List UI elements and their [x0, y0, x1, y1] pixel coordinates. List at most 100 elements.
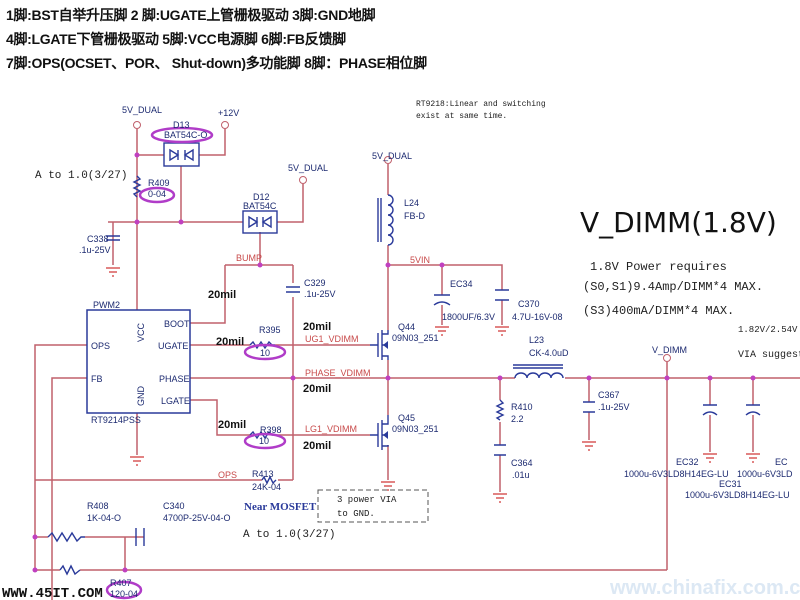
resistor-r413: [261, 475, 277, 485]
voltage-note: 1.82V/2.54V: [738, 325, 798, 335]
capacitor-ec34: [433, 294, 451, 306]
l24-value: FB-D: [404, 211, 425, 221]
r398-ref: R398: [260, 425, 282, 435]
net-vdimm-label: V_DIMM: [652, 345, 687, 355]
c338-ref: C338: [87, 234, 109, 244]
c370-value: 4.7U-16V-08: [512, 312, 563, 322]
requirement-line-3: (S3)400mA/DIMM*4 MAX.: [583, 304, 734, 318]
r409-ref: R409: [148, 178, 170, 188]
r407-value: 120-04: [110, 589, 138, 599]
capacitor-c338: [106, 235, 120, 241]
net-5v-dual-label: 5V_DUAL: [122, 105, 162, 115]
capacitor-ec32: [702, 404, 718, 416]
resistor-r407: [59, 564, 81, 576]
via-note-line-1: 3 power VIA: [337, 495, 397, 505]
pin-lgate: LGATE: [161, 396, 190, 406]
ec32-ref: EC32: [676, 457, 699, 467]
pwm-part: RT9214PSS: [91, 415, 141, 425]
r395-value: 10: [260, 348, 270, 358]
trace-width-label: 20mil: [303, 321, 331, 333]
capacitor-c364: [494, 444, 506, 456]
c364-value: .01u: [512, 470, 530, 480]
revision-note: A to 1.0(3/27): [243, 529, 335, 541]
diode-d13: [163, 142, 200, 167]
junction-nodes: [32, 152, 756, 573]
ec32-value: 1000u-6V3LD8H14EG-LU: [624, 469, 729, 479]
rail-title: V_DIMM(1.8V): [580, 206, 777, 239]
l24-ref: L24: [404, 198, 419, 208]
pin-description-line-2: 4脚:LGATE下管栅极驱动 5脚:VCC电源脚 6脚:FB反馈脚: [6, 31, 346, 47]
trace-width-label: 20mil: [218, 419, 246, 431]
diode-d12: [242, 210, 278, 234]
r413-value: 24K-04: [252, 482, 281, 492]
c370-ref: C370: [518, 299, 540, 309]
capacitor-ec33: [745, 404, 761, 416]
net-5vin-label: 5VIN: [410, 255, 430, 265]
pin-ops: OPS: [91, 341, 110, 351]
pin-description-line-3: 7脚:OPS(OCSET、POR、 Shut-down)多功能脚 8脚：PHAS…: [6, 55, 427, 71]
via-note-box: [317, 489, 429, 523]
pin-gnd: GND: [136, 386, 146, 407]
net-ops-label: OPS: [218, 470, 237, 480]
pin-description-line-1: 1脚:BST自举升压脚 2 脚:UGATE上管栅极驱动 3脚:GND地脚: [6, 7, 376, 23]
rt9218-note-line-2: exist at same time.: [416, 112, 507, 121]
net-5v-dual-label: 5V_DUAL: [372, 151, 412, 161]
mosfet-q45: [370, 415, 389, 450]
c329-ref: C329: [304, 278, 326, 288]
c367-ref: C367: [598, 390, 620, 400]
pin-phase: PHASE: [159, 374, 190, 384]
pin-fb: FB: [91, 374, 103, 384]
r398-value: 10: [259, 436, 269, 446]
pwm-ref: PWM2: [93, 300, 120, 310]
r410-ref: R410: [511, 402, 533, 412]
requirement-line-2: (S0,S1)9.4Amp/DIMM*4 MAX.: [583, 280, 763, 294]
ec31-ref: EC31: [719, 479, 742, 489]
ec33-ref: EC: [775, 457, 788, 467]
c329-value: .1u-25V: [304, 289, 336, 299]
net-lg1-label: LG1_VDIMM: [305, 424, 357, 434]
trace-width-label: 20mil: [216, 336, 244, 348]
c338-value: .1u-25V: [79, 245, 111, 255]
d12-ref: D12: [253, 192, 270, 202]
trace-width-label: 20mil: [303, 383, 331, 395]
power-ports: [133, 121, 671, 362]
q45-value: 09N03_251: [392, 424, 439, 434]
r409-value: 0-04: [148, 189, 166, 199]
ec33-value: 1000u-6V3LD: [737, 469, 793, 479]
inductor-l24: [377, 194, 394, 246]
pin-boot: BOOT: [164, 319, 190, 329]
trace-width-label: 20mil: [208, 289, 236, 301]
r413-ref: R413: [252, 469, 274, 479]
requirement-line-1: 1.8V Power requires: [590, 260, 727, 274]
watermark-right: www.chinafix.com.cn: [609, 577, 800, 599]
via-suggest-note: VIA suggest: [738, 350, 800, 361]
inductor-l23: [513, 364, 564, 379]
ec34-value: 1800UF/6.3V: [442, 312, 495, 322]
mosfet-q44: [370, 330, 389, 360]
pin-ugate: UGATE: [158, 341, 188, 351]
d13-ref: D13: [173, 120, 190, 130]
highlight-ellipses: [105, 126, 287, 600]
d13-value: BAT54C-O: [164, 130, 207, 140]
c364-ref: C364: [511, 458, 533, 468]
net-12v-label: +12V: [218, 108, 239, 118]
r410-value: 2.2: [511, 414, 524, 424]
resistor-r409: [132, 175, 142, 198]
r408-value: 1K-04-O: [87, 513, 121, 523]
pwm-controller-ic: [86, 309, 191, 414]
net-5v-dual-label: 5V_DUAL: [288, 163, 328, 173]
q45-ref: Q45: [398, 413, 415, 423]
pin-vcc: VCC: [136, 322, 146, 342]
near-mosfet-note: Near MOSFET: [244, 501, 317, 513]
via-note-line-2: to GND.: [337, 509, 375, 519]
q44-value: 09N03_251: [392, 333, 439, 343]
c340-value: 4700P-25V-04-O: [163, 513, 231, 523]
r408-ref: R408: [87, 501, 109, 511]
revision-note: A to 1.0(3/27): [35, 170, 127, 182]
resistor-r408: [47, 531, 85, 543]
l23-value: CK-4.0uD: [529, 348, 569, 358]
capacitor-c370: [495, 289, 509, 301]
capacitor-c367: [583, 401, 595, 413]
